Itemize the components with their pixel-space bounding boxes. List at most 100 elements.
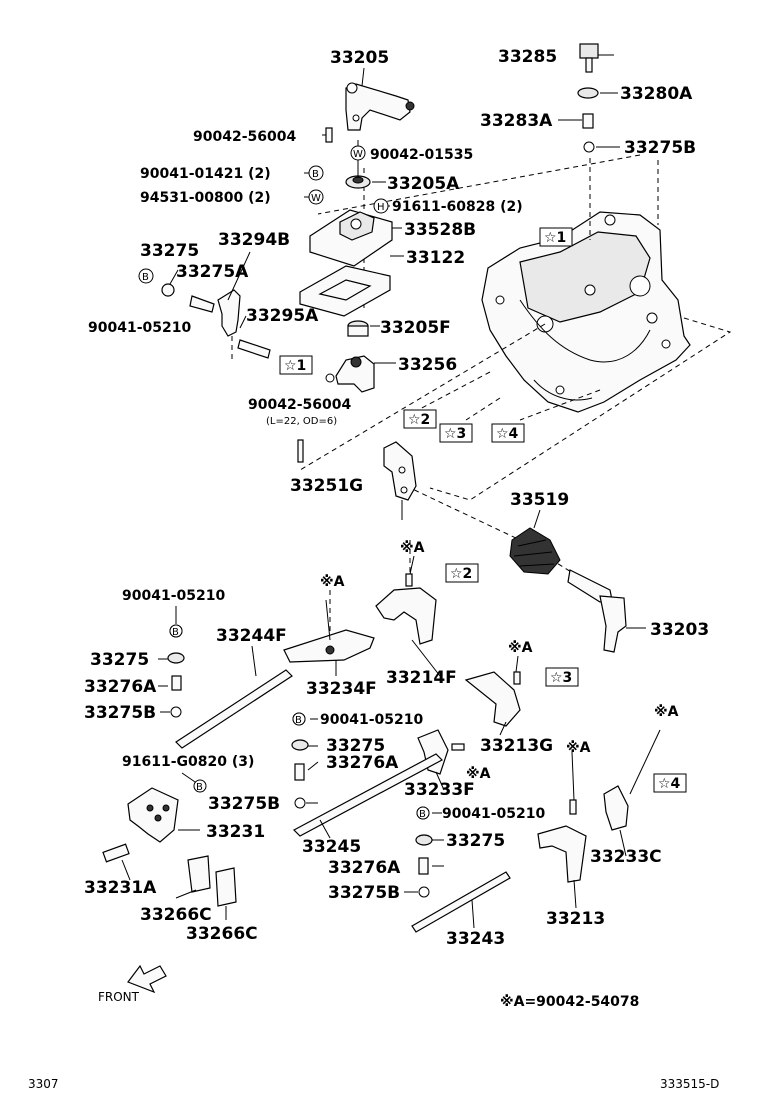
- callout-33275: 33275: [140, 241, 199, 261]
- callout-33233C: 33233C: [590, 847, 662, 867]
- note-a-marker: ※A: [466, 766, 491, 782]
- badges: B W W H B B B B B: [138, 145, 430, 820]
- callout-33275B: 33275B: [84, 703, 156, 723]
- badge-b: B: [295, 715, 302, 726]
- callout-90041-01421: 90041-01421 (2): [140, 166, 271, 182]
- callout-33295A: 33295A: [246, 306, 319, 326]
- callout-33275: 33275: [90, 650, 149, 670]
- callout-33276A: 33276A: [328, 858, 401, 878]
- spring-33276A-center: [294, 763, 305, 781]
- lever-33256: [325, 355, 375, 393]
- ball-33275B-right: [418, 886, 430, 898]
- callout-33245: 33245: [302, 837, 361, 857]
- callout-94531-00800: 94531-00800 (2): [140, 190, 271, 206]
- bolt-33285: [579, 43, 599, 73]
- callout-33266C: 33266C: [186, 924, 258, 944]
- callout-33294B: 33294B: [218, 230, 290, 250]
- callout-91611-G0820: 91611-G0820 (3): [122, 754, 254, 770]
- shaft-33244F: [175, 669, 293, 749]
- callout-33276A: 33276A: [84, 677, 157, 697]
- washer-33275-right: [415, 834, 433, 846]
- callout-labels: 33205 90042-56004 90042-01535 90041-0142…: [84, 47, 709, 949]
- callout-33251G: 33251G: [290, 476, 363, 496]
- legend-note: ※A=90042-54078: [500, 994, 639, 1010]
- callout-33256: 33256: [398, 355, 457, 375]
- callout-33266C: 33266C: [140, 905, 212, 925]
- badge-b: B: [419, 809, 426, 820]
- spring-33283A: [582, 113, 594, 129]
- spring-33276A-right: [418, 857, 429, 875]
- arm-33294B: [161, 283, 241, 337]
- callout-33213: 33213: [546, 909, 605, 929]
- note-a-markers: ※A ※A ※A ※A ※A ※A: [320, 540, 679, 782]
- page-number: 3307: [28, 1077, 59, 1091]
- ref-marker-1: ☆1: [284, 358, 306, 374]
- callout-90042-56004: 90042-56004: [193, 129, 296, 145]
- callout-33275: 33275: [326, 736, 385, 756]
- badge-w: W: [311, 193, 321, 204]
- pin-33295A: [237, 339, 271, 359]
- select-lever-33203: [567, 569, 627, 653]
- ref-marker-2: ☆2: [450, 566, 472, 582]
- callout-90042-56004: 90042-56004: [248, 397, 351, 413]
- callout-90041-05210: 90041-05210: [442, 806, 545, 822]
- note-a-marker: ※A: [654, 704, 679, 720]
- shaft-33245: [293, 753, 443, 837]
- callout-90041-05210: 90041-05210: [88, 320, 191, 336]
- ref-marker-2: ☆2: [408, 412, 430, 428]
- washer-33275-center: [291, 739, 309, 751]
- callout-90042-01535: 90042-01535: [370, 147, 473, 163]
- fork-33234F: [283, 629, 375, 663]
- head-33233C: [603, 729, 661, 831]
- callout-33283A: 33283A: [480, 111, 553, 131]
- badge-w: W: [353, 149, 363, 160]
- boot-33519: [509, 527, 561, 575]
- callout-33276A: 33276A: [326, 753, 399, 773]
- callout-33213G: 33213G: [480, 736, 553, 756]
- pin-90042-56004-top: [325, 127, 333, 143]
- note-a-marker: ※A: [508, 640, 533, 656]
- callout-33122: 33122: [406, 248, 465, 268]
- spring-33276A-left: [171, 675, 182, 691]
- shift-lever-33205: [345, 82, 415, 131]
- washer-33275-left: [167, 652, 185, 664]
- housing-33528B: [309, 209, 393, 267]
- ref-marker-4: ☆4: [658, 776, 681, 792]
- gasket-33122: [299, 265, 391, 317]
- shaft-33243: [411, 871, 511, 933]
- callout-33275B: 33275B: [208, 794, 280, 814]
- callout-33234F: 33234F: [306, 679, 377, 699]
- callout-spec-note: (L=22, OD=6): [266, 416, 337, 427]
- note-a-marker: ※A: [400, 540, 425, 556]
- callout-33203: 33203: [650, 620, 709, 640]
- callout-33231A: 33231A: [84, 878, 157, 898]
- callout-33214F: 33214F: [386, 668, 457, 688]
- washer-33280A: [577, 87, 599, 99]
- badge-h: H: [377, 202, 385, 213]
- ref-marker-3: ☆3: [444, 426, 466, 442]
- ref-markers: ☆1 ☆1 ☆2 ☆3 ☆4 ☆2 ☆3 ☆4: [279, 227, 687, 793]
- fork-33213: [537, 799, 587, 883]
- callout-90041-05210: 90041-05210: [122, 588, 225, 604]
- spring-33231A: [102, 843, 130, 863]
- callout-33205: 33205: [330, 48, 389, 68]
- transmission-case: [481, 211, 691, 413]
- callout-33528B: 33528B: [404, 220, 476, 240]
- callout-33275B: 33275B: [328, 883, 400, 903]
- badge-b: B: [172, 627, 179, 638]
- front-label: FRONT: [98, 990, 140, 1004]
- ref-marker-3: ☆3: [550, 670, 572, 686]
- ref-marker-1: ☆1: [544, 230, 566, 246]
- callout-33205F: 33205F: [380, 318, 451, 338]
- pad-33266C-a: [187, 855, 211, 893]
- ref-marker-4: ☆4: [496, 426, 519, 442]
- callout-33275: 33275: [446, 831, 505, 851]
- callout-33244F: 33244F: [216, 626, 287, 646]
- callout-33275A: 33275A: [176, 262, 249, 282]
- note-a-marker: ※A: [566, 740, 591, 756]
- shift-head-33251G: [383, 441, 417, 520]
- pad-33266C-b: [215, 867, 237, 907]
- fork-33214F: [375, 573, 437, 645]
